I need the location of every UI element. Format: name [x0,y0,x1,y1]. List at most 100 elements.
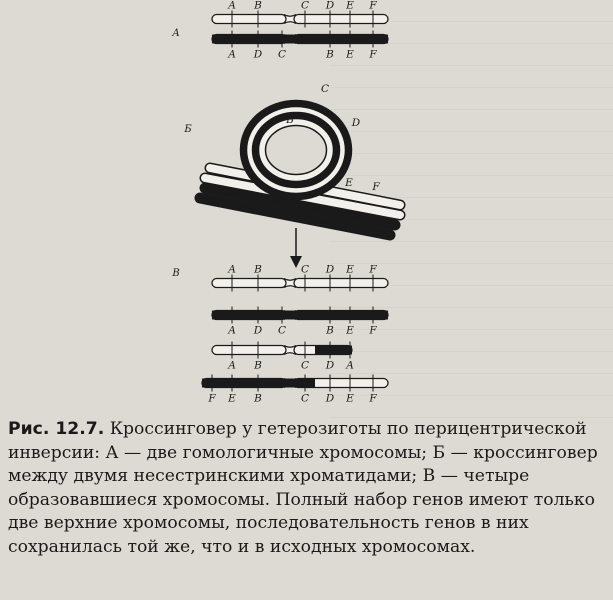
panel-label-v: В [171,268,179,279]
inversion-loop [241,101,351,199]
chromosome-a2 [211,33,389,45]
bleed-line [330,352,613,374]
result-chromosome-4-right-arm [293,377,389,389]
result-chromosome-3-segment [212,345,315,355]
result-chromosome-2-right-arm [293,309,389,321]
inversion-loop [253,113,339,187]
result-chromosome-3-gene-D: D [325,360,335,372]
chromosome-a2-right-arm [293,33,389,45]
bleed-line [330,176,613,198]
result-chromosome-2-gene-C: C [278,325,286,337]
gene-a1-C: C [301,0,309,12]
bleed-line [330,44,613,66]
panel-label-a: А [171,28,180,39]
result-chromosome-3-gene-A: A [227,360,236,372]
loop-gene-D: D [351,117,361,129]
result-chromosome-3-segment [315,345,352,355]
chromosome-a2-left-arm [211,33,287,45]
bleed-line [330,220,613,242]
result-chromosome-1-gene-F: F [368,264,377,276]
loop-gene-C: C [321,83,329,95]
result-chromosome-2 [211,309,389,321]
result-chromosome-2-centromere [283,309,297,321]
bleed-line [330,396,613,418]
bleed-line [330,308,613,330]
chromosome-a2-segment [212,34,388,44]
result-chromosome-1 [211,277,389,289]
chromosome-a1-segment [212,14,388,24]
result-chromosome-4 [201,377,389,389]
result-chromosome-1-gene-B: B [253,264,262,276]
figure-caption: Рис. 12.7. Кроссинговер у гетерозиготы п… [8,418,608,559]
loop-gene-E: E [344,177,353,189]
chromosome-a1-centromere [283,13,297,25]
bleed-line [330,242,613,264]
result-chromosome-1-gene-D: D [325,264,335,276]
bleed-line [330,286,613,308]
result-chromosome-3-gene-B: B [253,360,262,372]
result-chromosome-4-segment [315,378,388,388]
result-chromosome-4-centromere [283,377,297,389]
bleed-line [330,22,613,44]
down-arrow-head [290,256,302,268]
result-chromosome-3-centromere [283,344,297,356]
result-chromosome-2-gene-B: B [325,325,334,337]
caption-text: Кроссинговер у гетерозиготы по перицентр… [8,419,598,557]
chromosome-a1-left-arm [211,13,287,25]
gene-a2-C: C [278,49,286,61]
gene-a2-D: D [253,49,263,61]
result-chromosome-4-left-arm [201,377,287,389]
result-chromosome-3-gene-C: C [301,360,309,372]
result-chromosome-4-gene-E: E [227,393,236,405]
bleed-line [330,330,613,352]
loop-gene-F: F [371,181,380,193]
bleed-line [330,132,613,154]
inversion-loop [259,119,333,181]
chromosome-a1-right-arm [293,13,389,25]
figure-number: Рис. 12.7. [8,419,105,439]
result-chromosome-2-gene-D: D [253,325,263,337]
crossing-chromatid [201,184,399,229]
gene-a1-E: E [345,0,354,12]
result-chromosome-3 [211,344,353,356]
gene-a1-B: B [253,0,262,12]
gene-a2-E: E [345,49,354,61]
gene-a2-B: B [325,49,334,61]
gene-a2-A: A [227,49,236,61]
result-chromosome-1-gene-E: E [345,264,354,276]
inversion-loop [247,107,345,193]
result-chromosome-1-gene-A: A [227,264,236,276]
bleed-line [330,88,613,110]
result-chromosome-2-gene-E: E [345,325,354,337]
bleed-line [330,198,613,220]
result-chromosome-4-gene-F: F [207,393,216,405]
gene-a1-D: D [325,0,335,12]
bleed-line [330,264,613,286]
result-chromosome-4-gene-E: E [345,393,354,405]
result-chromosome-1-right-arm [293,277,389,289]
result-chromosome-3-right-arm [293,344,353,356]
result-chromosome-3-gene-A: A [345,360,354,372]
result-chromosome-1-left-arm [211,277,287,289]
bleed-line [330,0,613,22]
panel-label-b: Б [183,124,192,135]
result-chromosome-2-gene-F: F [368,325,377,337]
result-chromosome-1-centromere [283,277,297,289]
chromosome-a1 [211,13,389,25]
gene-a1-F: F [368,0,377,12]
result-chromosome-4-gene-D: D [325,393,335,405]
result-chromosome-2-segment [212,310,388,320]
result-chromosome-2-left-arm [211,309,287,321]
result-chromosome-2-gene-A: A [227,325,236,337]
gene-a2-F: F [368,49,377,61]
gene-a1-A: A [227,0,236,12]
bleed-line [330,66,613,88]
crossing-chromatid [196,194,394,239]
bleed-line [330,110,613,132]
result-chromosome-1-segment [212,278,388,288]
result-chromosome-4-gene-B: B [253,393,262,405]
bleed-line [330,374,613,396]
bleed-through-text [330,0,613,420]
